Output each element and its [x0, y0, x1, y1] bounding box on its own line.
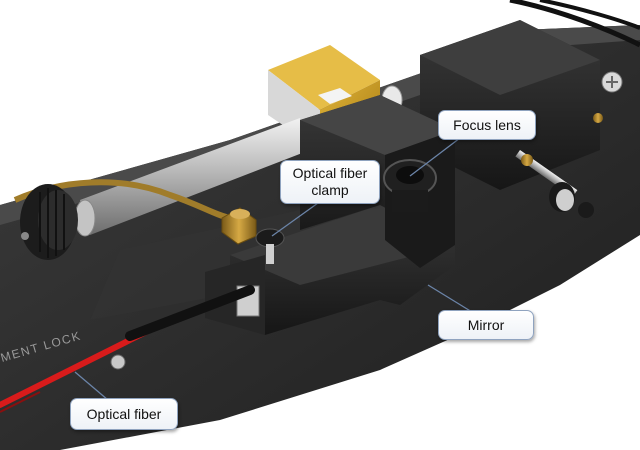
background-cables [509, 0, 640, 48]
rear-housing [420, 20, 623, 190]
leader-optical-fiber [74, 371, 109, 401]
leader-lines [74, 137, 473, 401]
leader-focus-lens [409, 137, 461, 177]
callout-optical-fiber: Optical fiber [70, 398, 178, 430]
brass-fitting [221, 207, 257, 245]
laser-tube [74, 118, 310, 237]
fiber-clamp-knob [255, 228, 285, 264]
leader-fiber-clamp [271, 202, 319, 237]
label-optical-fiber-clamp: Optical fiber clamp [293, 165, 368, 199]
callout-focus-lens: Focus lens [438, 110, 536, 140]
optical-fiber-cable [0, 285, 255, 413]
label-mirror: Mirror [467, 316, 505, 333]
leader-mirror [427, 284, 473, 313]
label-clamp-line1: Optical fiber [292, 165, 368, 181]
label-focus-lens: Focus lens [453, 116, 521, 133]
callout-optical-fiber-clamp: Optical fiber clamp [280, 160, 380, 204]
callout-mirror: Mirror [438, 310, 534, 340]
knurled-knob [20, 184, 78, 260]
label-clamp-line2: clamp [311, 182, 349, 198]
label-optical-fiber: Optical fiber [86, 405, 162, 422]
adjuster-rod [515, 113, 603, 218]
